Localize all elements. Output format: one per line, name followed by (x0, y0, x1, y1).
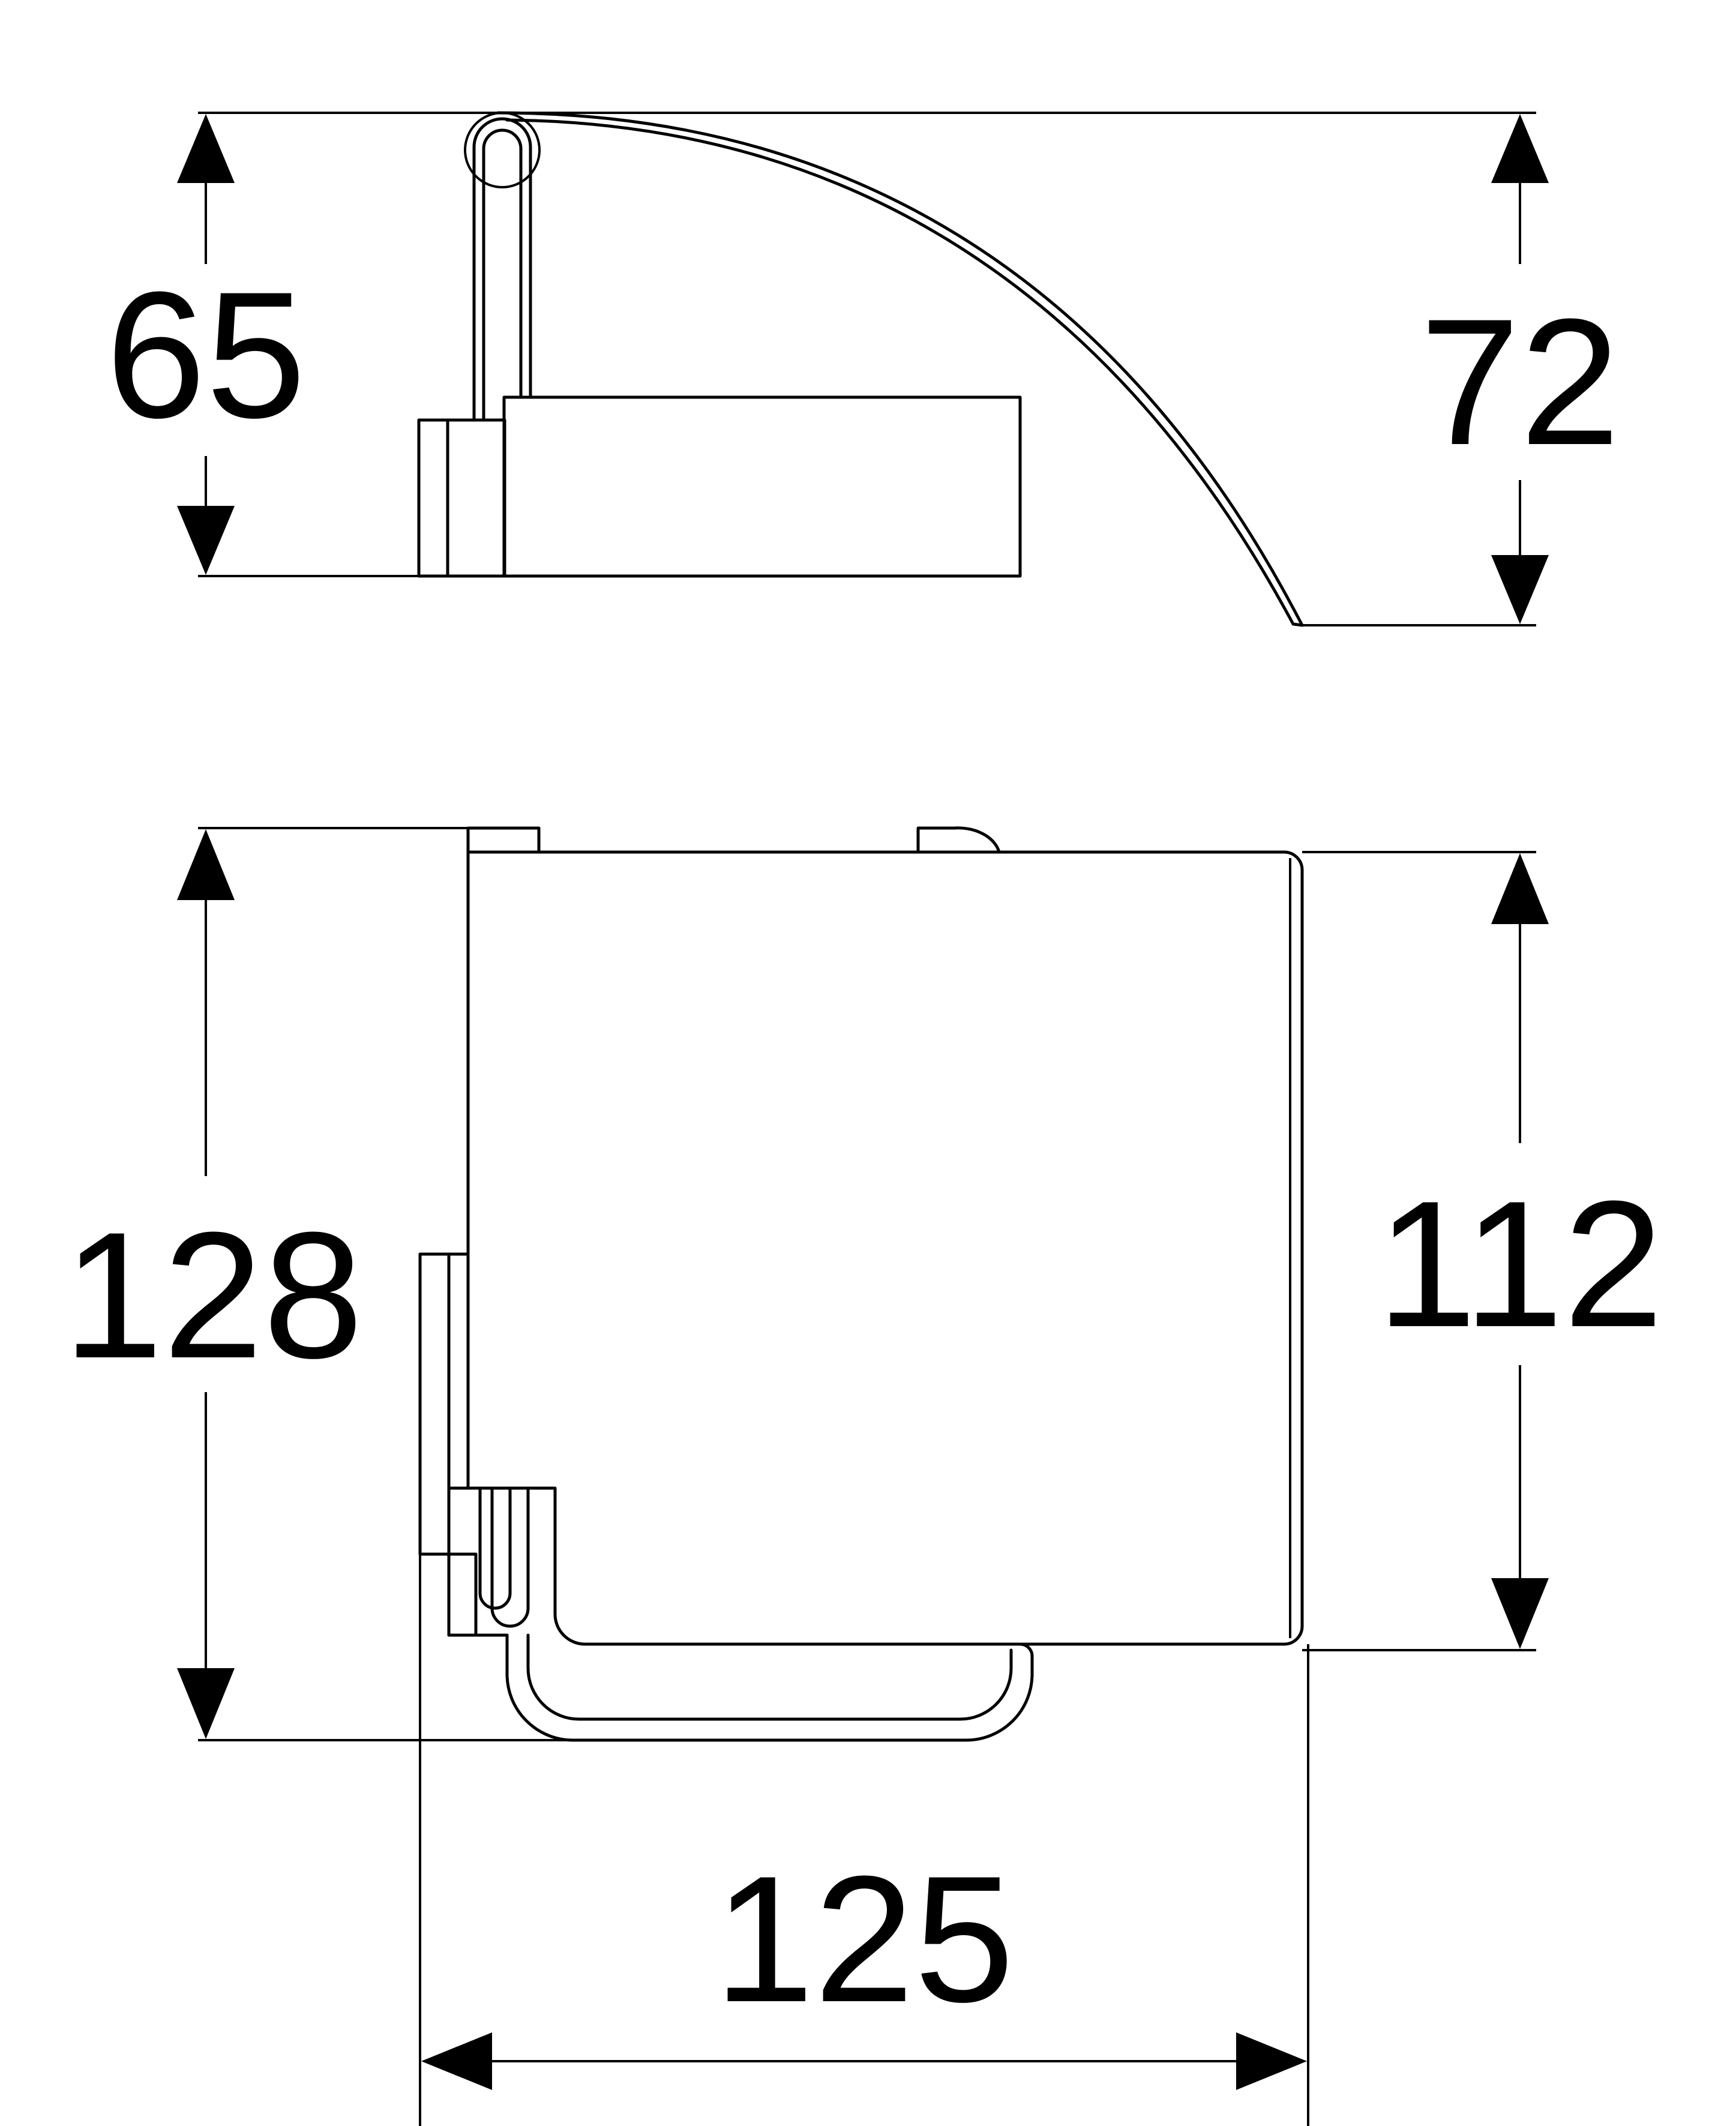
dim-72-label: 72 (1420, 281, 1620, 482)
side-lid-curve-outer (496, 111, 1304, 627)
front-view (418, 826, 1304, 1742)
side-wall-plate (417, 418, 449, 578)
front-wall-plate-inner (447, 1252, 470, 1490)
dim-125-label: 125 (714, 1838, 1015, 2040)
side-lid-tip (1291, 622, 1304, 627)
side-wall-plate-inner (446, 418, 506, 578)
side-hinge-post-inner (482, 128, 523, 422)
front-wall-plate-lower (447, 1552, 478, 1637)
side-hinge-circle (464, 112, 541, 188)
dim-128-arrow-up (177, 829, 235, 900)
front-top-clip-right (916, 826, 1001, 854)
front-hinge-pin (478, 1486, 512, 1610)
side-view-dimensions: 65 72 (106, 112, 1620, 626)
front-roll-bar-inner (526, 1633, 1013, 1721)
dim-65-arrow-down (177, 506, 235, 575)
front-hinge-pin-outer (490, 1486, 530, 1628)
dim-112-arrow-up (1491, 853, 1549, 924)
dim-72-arrow-down (1491, 555, 1549, 624)
front-top-clip-left (466, 826, 541, 854)
dim-128-label: 128 (63, 1194, 364, 1396)
dim-112-arrow-down (1491, 1578, 1549, 1649)
front-cover-panel (466, 850, 1304, 1646)
front-roll-bar-outer (505, 1633, 1034, 1742)
front-view-dimensions: 128 112 125 (63, 827, 1663, 2126)
side-body-box (502, 395, 1022, 578)
dim-65-arrow-up (177, 114, 235, 183)
dim-125-arrow-right (1236, 2032, 1307, 2090)
side-hinge-post (472, 117, 532, 422)
side-view (417, 111, 1304, 627)
dim-72-arrow-up (1491, 114, 1549, 183)
dim-65-label: 65 (106, 254, 306, 455)
side-lid-curve-inner (505, 118, 1295, 626)
front-wall-plate (418, 1252, 451, 1556)
dim-128-arrow-down (177, 1668, 235, 1739)
dim-112-label: 112 (1377, 1163, 1663, 1365)
dim-125-arrow-left (421, 2032, 492, 2090)
